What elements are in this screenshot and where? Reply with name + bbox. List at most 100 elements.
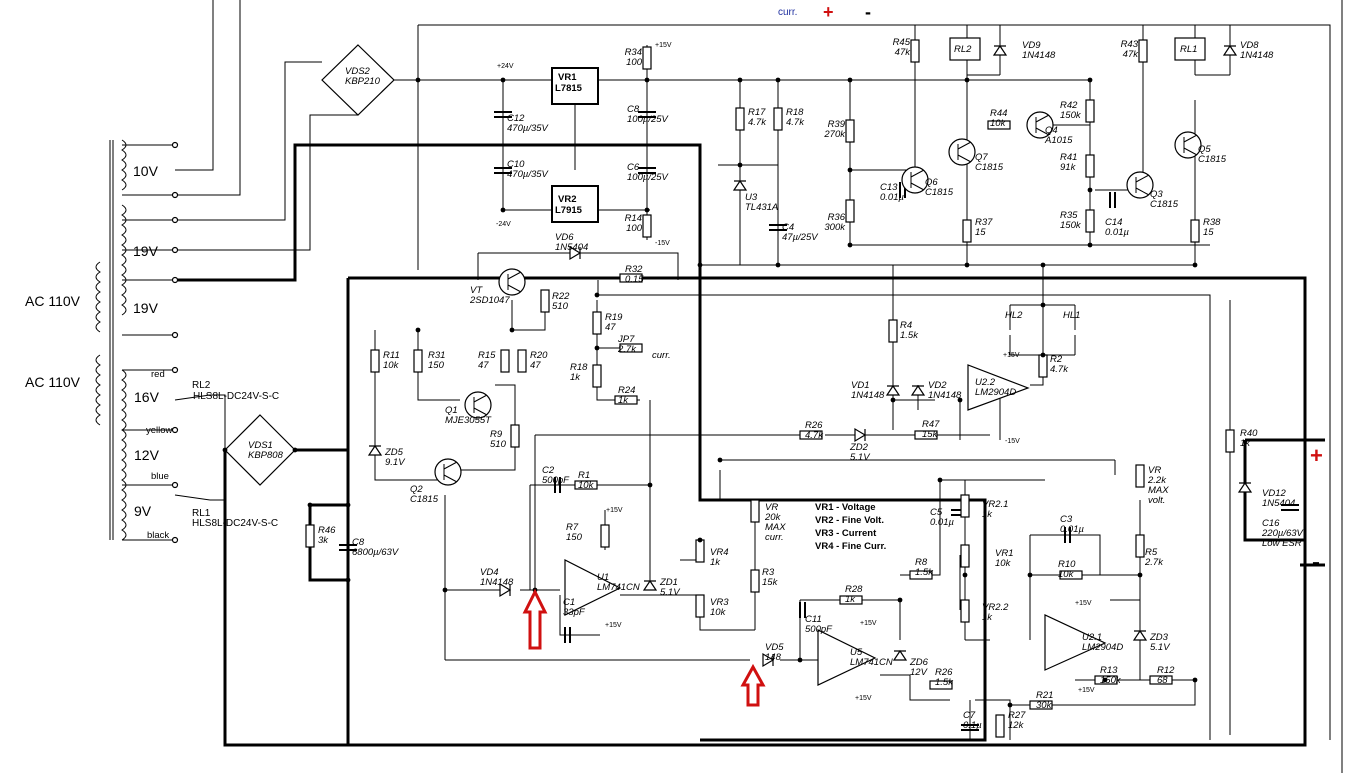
diode-u3 [732,179,748,191]
diode-vd9 [992,44,1008,56]
vr2-label: VR2 [558,194,576,205]
transistor-q3 [1126,171,1154,199]
capacitor-c11 [799,602,806,618]
supply-pin-2: -15V [1005,438,1020,445]
resistor-r4 [888,319,898,343]
label-q4-0: Q4 [1045,125,1058,136]
resistor-r41 [1085,154,1095,178]
rl1-label: RL1 [192,508,211,519]
label-vr4-0: VR4 [710,547,728,558]
junction-dot [500,207,506,213]
resistor-r12 [1149,675,1173,685]
label-r38-1: 15 [1203,227,1214,238]
label-zd5-0: ZD5 [384,447,404,458]
label-r9-0: R9 [490,429,503,440]
resistor-r18b [592,364,602,388]
label-c8a-1: 100µ/25V [627,114,670,125]
label-zd2-1: 5.1V [850,452,871,463]
label-c4-1: 47µ/25V [782,232,819,243]
resistor-r24 [614,395,638,405]
label-vd12-1: 1N5404 [1262,498,1295,509]
diode-vd4 [499,582,512,598]
label-r41-1: 91k [1060,162,1077,173]
supply-pin-4: +15V [860,620,877,627]
label-q1-0: Q1 [445,405,458,416]
vr2-regulator [551,185,599,223]
label-vrc-1: 20k [764,512,782,523]
junction-dot [1040,262,1046,268]
resistor-r35 [1085,209,1095,233]
label-c6-0: C6 [627,162,640,173]
supply-pin-7: +15V [1078,687,1095,694]
junction-dot [737,162,743,168]
wire-black-label: black [147,530,169,541]
label-r10-0: R10 [1058,559,1076,570]
junction-dot [415,327,421,333]
label-vd8-0: VD8 [1240,40,1259,51]
capacitor-c1 [564,627,571,643]
junction-dot [847,167,853,173]
resistor-r20 [517,349,527,373]
label-c5-1: 0.01µ [930,517,954,528]
junction-dot [962,572,968,578]
label-u21-1: LM2904D [1082,642,1123,653]
label-q2-1: C1815 [410,494,439,505]
junction-dot [775,262,781,268]
junction-dot [717,457,723,463]
label-r27-1: 12k [1008,720,1025,731]
resistor-r45 [910,39,920,63]
legend-vr1: VR1 - Voltage [815,502,876,513]
label-c7-0: C7 [963,710,976,721]
label-r2-1: 4.7k [1050,364,1069,375]
capacitor-c10 [494,167,512,174]
thick-wiring [175,143,1325,747]
label-r14-1: 100 [626,223,643,234]
label-c10-0: C10 [507,159,525,170]
resistor-r10 [1059,570,1083,580]
output-minus: - [1312,549,1320,576]
resistor-vr1p [960,544,970,568]
label-r34-0: R34 [625,47,642,58]
label-vrc-2: MAX [765,522,786,533]
label-r24-0: R24 [618,385,635,396]
wire-blue-label: blue [151,471,169,482]
label-r21-1: 30k [1036,700,1053,711]
label-r44-1: 10k [990,118,1007,129]
transistor-q4 [1026,111,1054,139]
junction-dot [307,502,313,508]
resistor-r3 [750,569,760,593]
capacitor-c8a [638,111,656,118]
tap-9v: 9V [134,503,152,519]
bridge-vds1 [224,414,296,486]
label-r28-0: R28 [845,584,863,595]
resistor-r8 [909,570,933,580]
label-c14-0: C14 [1105,217,1122,228]
label-r27-0: R27 [1008,710,1026,721]
label-c16-0: C16 [1262,518,1280,529]
junction-dot [697,537,703,543]
junction-dot [345,577,351,583]
label-zd6-1: 12V [910,667,929,678]
label-r20-0: R20 [530,350,548,361]
label-r21-0: R21 [1036,690,1053,701]
label-r22-0: R22 [552,291,570,302]
junction-dot [1040,352,1046,358]
label-r38-0: R38 [1203,217,1221,228]
label-q5-1: C1815 [1198,154,1227,165]
junction-dot [847,242,853,248]
label-c7-1: 0.1µ [963,720,982,731]
label-r19-1: 47 [605,322,616,333]
resistor-r34 [642,46,652,70]
resistor-r18 [773,107,783,131]
annotation-arrow-1 [522,588,548,650]
label-r40-0: R40 [1240,428,1258,439]
label-q5-0: Q5 [1198,144,1211,155]
label-vd5-1: 148 [765,652,782,663]
label-r34-1: 100 [626,57,643,68]
diode-zd1 [642,579,658,591]
label-r18-0: R18 [786,107,804,118]
label-zd5-1: 9.1V [385,457,406,468]
label-r42-0: R42 [1060,100,1078,111]
label-vrv-1: 2.2k [1147,475,1167,486]
